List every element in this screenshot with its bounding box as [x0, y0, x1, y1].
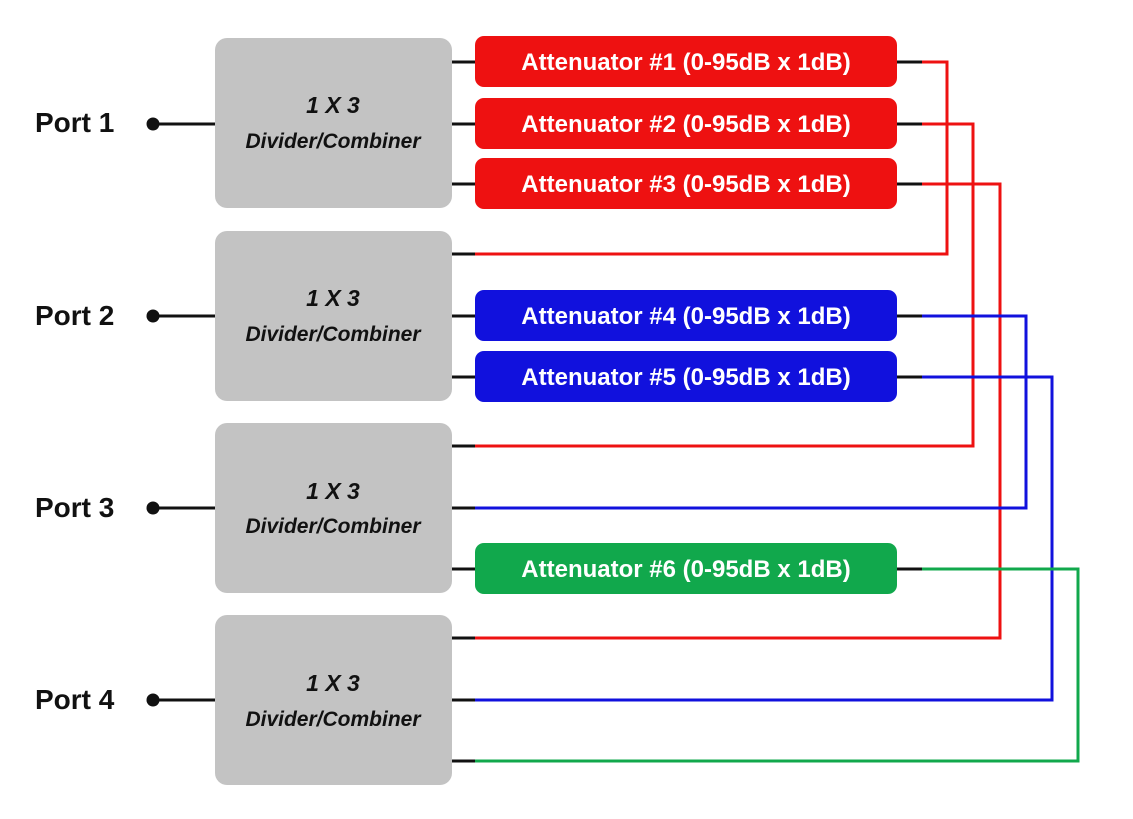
ports: Port 1 Port 2 Port 3 Port 4	[35, 107, 215, 715]
divider-box	[215, 423, 452, 593]
divider-box	[215, 615, 452, 785]
divider-subtitle: Divider/Combiner	[245, 515, 422, 538]
divider-subtitle: Divider/Combiner	[245, 130, 422, 153]
port-label: Port 4	[35, 684, 115, 715]
attenuator-1[interactable]: Attenuator #1 (0-95dB x 1dB)	[475, 36, 897, 87]
wire-att1-to-divider2	[475, 60, 949, 256]
attenuator-box	[475, 98, 897, 149]
divider-output-stubs	[452, 60, 922, 763]
attenuator-box	[475, 543, 897, 594]
wire-att6-to-divider4	[475, 567, 1080, 763]
attenuator-2[interactable]: Attenuator #2 (0-95dB x 1dB)	[475, 98, 897, 149]
attenuator-label: Attenuator #6 (0-95dB x 1dB)	[521, 556, 850, 583]
wire-att3-to-divider4	[475, 182, 1002, 640]
attenuator-label: Attenuator #2 (0-95dB x 1dB)	[521, 111, 850, 138]
port-4: Port 4	[35, 684, 215, 715]
attenuator-4[interactable]: Attenuator #4 (0-95dB x 1dB)	[475, 290, 897, 341]
divider-box	[215, 231, 452, 401]
port-label: Port 2	[35, 300, 114, 331]
wire-att2-to-divider3	[475, 122, 975, 448]
port-label: Port 3	[35, 492, 114, 523]
dividers: 1 X 3 Divider/Combiner 1 X 3 Divider/Com…	[215, 38, 452, 785]
attenuator-3[interactable]: Attenuator #3 (0-95dB x 1dB)	[475, 158, 897, 209]
attenuator-box	[475, 290, 897, 341]
divider-box	[215, 38, 452, 208]
divider-title: 1 X 3	[306, 92, 360, 118]
attenuator-label: Attenuator #5 (0-95dB x 1dB)	[521, 364, 850, 391]
attenuator-6[interactable]: Attenuator #6 (0-95dB x 1dB)	[475, 543, 897, 594]
port-2: Port 2	[35, 300, 215, 331]
attenuator-box	[475, 351, 897, 402]
divider-title: 1 X 3	[306, 478, 360, 504]
divider-subtitle: Divider/Combiner	[245, 323, 422, 346]
wire-att4-to-divider3	[475, 314, 1028, 510]
port-3: Port 3	[35, 492, 215, 523]
wire-att5-to-divider4	[475, 375, 1054, 702]
divider-4[interactable]: 1 X 3 Divider/Combiner	[215, 615, 452, 785]
divider-2[interactable]: 1 X 3 Divider/Combiner	[215, 231, 452, 401]
port-1: Port 1	[35, 107, 215, 138]
attenuator-5[interactable]: Attenuator #5 (0-95dB x 1dB)	[475, 351, 897, 402]
port-label: Port 1	[35, 107, 114, 138]
attenuator-box	[475, 36, 897, 87]
attenuator-box	[475, 158, 897, 209]
attenuator-label: Attenuator #4 (0-95dB x 1dB)	[521, 303, 850, 330]
divider-subtitle: Divider/Combiner	[245, 708, 422, 731]
divider-title: 1 X 3	[306, 670, 360, 696]
attenuators: Attenuator #1 (0-95dB x 1dB) Attenuator …	[475, 36, 897, 594]
attenuator-label: Attenuator #3 (0-95dB x 1dB)	[521, 171, 850, 198]
divider-title: 1 X 3	[306, 285, 360, 311]
wiring	[452, 60, 1080, 763]
attenuator-label: Attenuator #1 (0-95dB x 1dB)	[521, 49, 850, 76]
divider-1[interactable]: 1 X 3 Divider/Combiner	[215, 38, 452, 208]
divider-3[interactable]: 1 X 3 Divider/Combiner	[215, 423, 452, 593]
